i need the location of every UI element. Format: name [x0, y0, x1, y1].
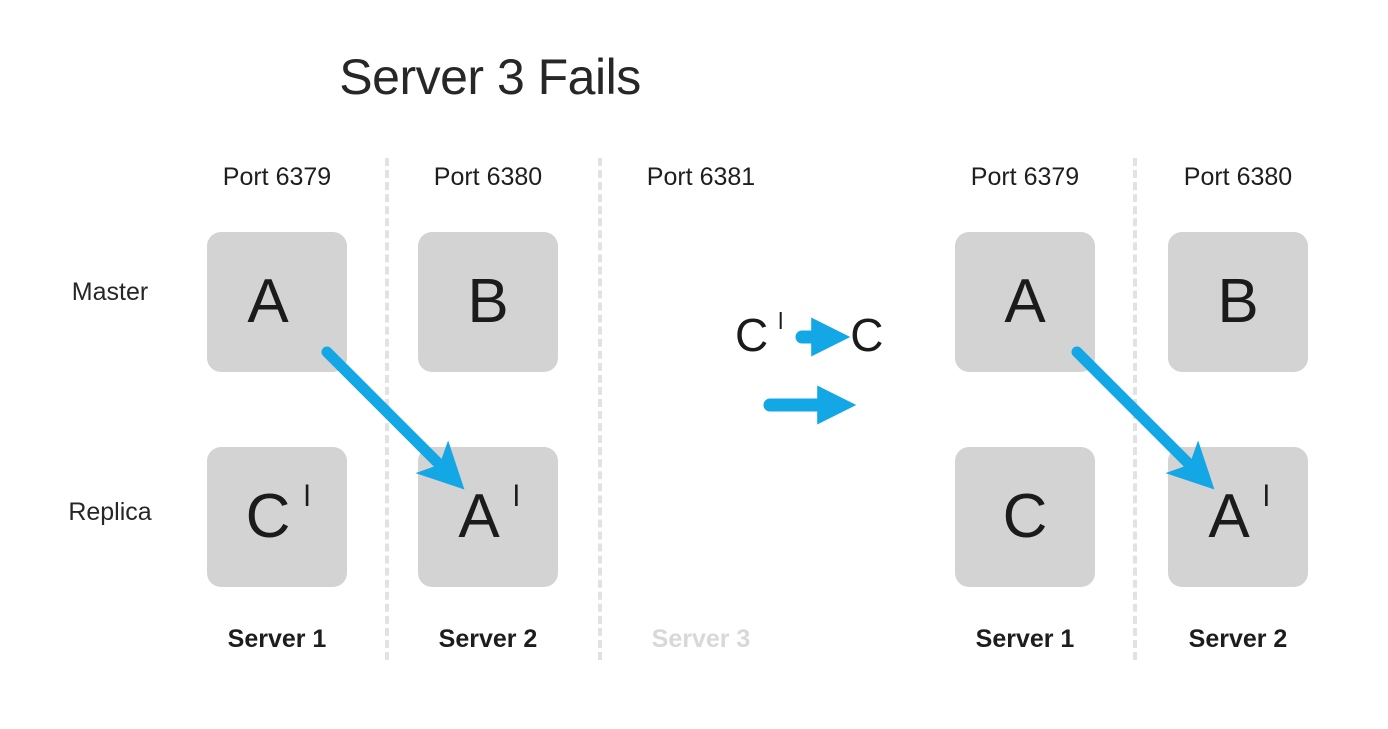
column-divider-right-1	[1133, 158, 1137, 660]
port-label-right-1: Port 6379	[970, 163, 1080, 191]
node-glyph: B	[467, 267, 509, 336]
row-label-master: Master	[71, 278, 149, 306]
page-title: Server 3 Fails	[339, 49, 641, 105]
port-label-left-1: Port 6379	[222, 163, 332, 191]
node-left-2-master[interactable]: B	[418, 232, 558, 372]
node-glyph: A	[247, 267, 289, 336]
port-label-left-2: Port 6380	[433, 163, 543, 191]
prime-mark: l	[1263, 480, 1270, 513]
node-glyph: C	[1002, 482, 1048, 551]
prime-mark: l	[513, 480, 520, 513]
node-glyph: A	[1004, 267, 1046, 336]
node-left-1-master[interactable]: A	[207, 232, 347, 372]
server-label-right-1: Server 1	[975, 625, 1075, 653]
node-glyph: B	[1217, 267, 1259, 336]
server-label-left-3: Server 3	[651, 625, 751, 653]
prime-mark: l	[303, 480, 311, 513]
server-label-left-1: Server 1	[227, 625, 327, 653]
column-divider-left-2	[598, 158, 602, 660]
prime-mark: l	[778, 308, 784, 334]
column-divider-left-1	[385, 158, 389, 660]
row-label-replica: Replica	[68, 498, 152, 526]
node-right-2-master[interactable]: B	[1168, 232, 1308, 372]
server-label-right-2: Server 2	[1188, 625, 1288, 653]
legend-to-glyph: C	[850, 309, 884, 361]
port-label-right-2: Port 6380	[1183, 163, 1293, 191]
node-right-1-master[interactable]: A	[955, 232, 1095, 372]
server-label-left-2: Server 2	[438, 625, 538, 653]
node-right-1-replica[interactable]: C	[955, 447, 1095, 587]
port-label-left-3: Port 6381	[646, 163, 756, 191]
